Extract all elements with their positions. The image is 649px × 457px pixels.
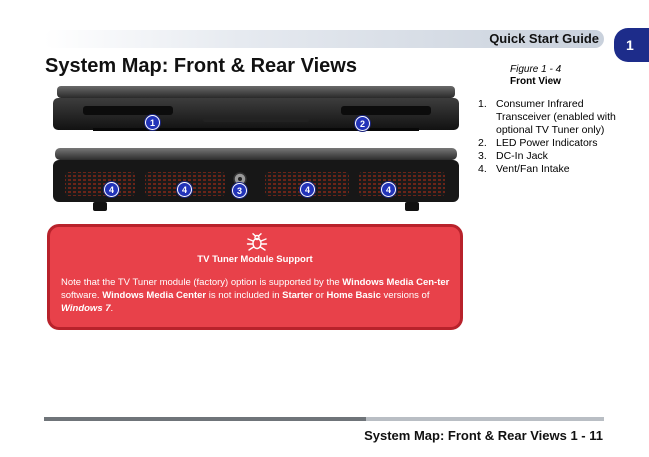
note-text-bold: Windows Media Center <box>102 290 207 301</box>
laptop-rear-view-image <box>53 146 459 214</box>
note-text-bold: Home Basic <box>326 290 381 301</box>
legend-label: Consumer Infrared Transceiver (enabled w… <box>496 98 616 136</box>
page-title: System Map: Front & Rear Views <box>45 55 357 77</box>
legend-number: 4. <box>478 163 487 175</box>
note-text: versions of <box>380 290 430 301</box>
note-text-bold: Windows Media Cen-ter <box>342 277 450 288</box>
note-body: Note that the TV Tuner module (factory) … <box>61 276 450 315</box>
rear-callout-4-a: 4 <box>104 182 119 197</box>
footer-rule <box>366 417 604 421</box>
rear-callout-4-c: 4 <box>300 182 315 197</box>
legend-item: 1. Consumer Infrared Transceiver (enabled… <box>478 98 628 137</box>
note-text-italic: Windows 7 <box>61 303 111 314</box>
header-bar <box>44 30 604 48</box>
legend-number: 3. <box>478 150 487 162</box>
front-callout-1: 1 <box>145 115 160 130</box>
legend-item: 3. DC-In Jack <box>478 150 628 163</box>
note-text: is not included in <box>206 290 283 301</box>
legend-number: 2. <box>478 137 487 149</box>
legend-number: 1. <box>478 98 487 110</box>
chapter-tab: 1 <box>614 28 649 62</box>
legend-label: LED Power Indicators <box>496 137 598 149</box>
chapter-number: 1 <box>626 37 634 53</box>
note-text: Note that the TV Tuner module (factory) … <box>61 277 343 288</box>
note-text: or <box>312 290 327 301</box>
front-callout-2: 2 <box>355 116 370 131</box>
rear-callout-4-d: 4 <box>381 182 396 197</box>
note-text-bold: Starter <box>282 290 313 301</box>
legend-item: 4. Vent/Fan Intake <box>478 163 628 176</box>
footer-rule <box>44 417 366 421</box>
note-title: TV Tuner Module Support <box>197 254 313 265</box>
footer-page-label: System Map: Front & Rear Views 1 - 11 <box>364 428 603 443</box>
bug-icon <box>246 233 268 251</box>
rear-callout-3: 3 <box>232 183 247 198</box>
tv-tuner-note-box: TV Tuner Module Support Note that the TV… <box>47 224 463 330</box>
figure-caption: Figure 1 - 4 Front View <box>510 64 561 87</box>
legend-item: 2. LED Power Indicators <box>478 137 628 150</box>
figure-number: Figure 1 - 4 <box>510 64 562 75</box>
note-text: software. <box>61 290 103 301</box>
header-title: Quick Start Guide <box>489 31 599 46</box>
note-text: . <box>110 303 114 314</box>
rear-callout-4-b: 4 <box>177 182 192 197</box>
figure-legend: 1. Consumer Infrared Transceiver (enabled… <box>478 98 628 176</box>
legend-label: DC-In Jack <box>496 150 548 162</box>
laptop-front-view-image <box>53 84 459 140</box>
figure-name: Front View <box>510 76 561 87</box>
legend-label: Vent/Fan Intake <box>496 163 570 175</box>
